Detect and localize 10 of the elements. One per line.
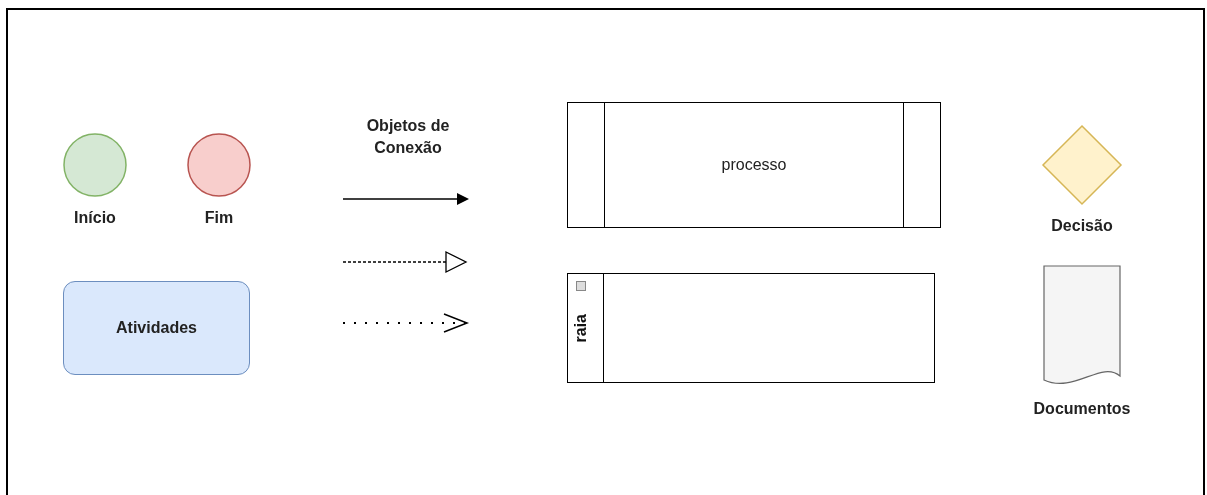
node-label: Início (73, 209, 117, 227)
swimlane (567, 273, 935, 383)
section-heading: Objetos de Conexão (365, 116, 451, 158)
process-label: processo (721, 156, 787, 174)
node-label: Documentos (1032, 400, 1132, 418)
process-box (567, 102, 941, 228)
lane-label: raia (572, 314, 590, 343)
activity-box: Atividades (63, 281, 250, 375)
node-label: Decisão (1050, 217, 1114, 235)
node-label: Fim (203, 209, 235, 227)
